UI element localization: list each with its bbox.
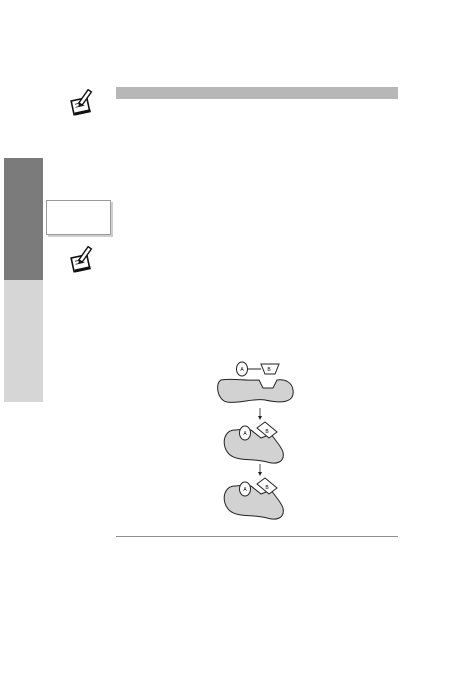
diagram-stage-2: A B (223, 421, 284, 464)
note-pencil-icon (70, 89, 93, 116)
label-a: A (243, 431, 247, 437)
margin-note-box (46, 200, 111, 235)
arrow-1-head (258, 416, 262, 420)
receptor-shape (217, 378, 294, 403)
ligand-a (239, 425, 251, 441)
side-tab-inactive (4, 280, 43, 402)
label-a: A (243, 487, 247, 493)
label-b: B (267, 367, 271, 373)
arrow-2-head (258, 472, 262, 476)
note-pencil-icon (70, 246, 93, 273)
ligand-b (260, 363, 280, 375)
binding-diagram: A B A B A B (217, 361, 294, 520)
ligand-a (239, 481, 251, 497)
ligand-b (256, 421, 278, 439)
header-bar (116, 87, 398, 99)
footer-rule (116, 536, 398, 537)
diagram-stage-1: A B (217, 361, 294, 403)
label-b: B (265, 429, 269, 435)
label-b: B (265, 485, 269, 491)
ligand-b (256, 477, 278, 495)
side-tab-active (4, 158, 43, 280)
label-a: A (240, 367, 244, 373)
diagram-stage-3: A B (223, 477, 284, 520)
